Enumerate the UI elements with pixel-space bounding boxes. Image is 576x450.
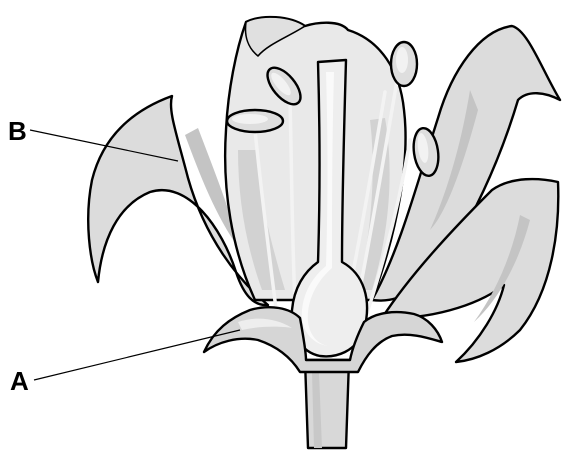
stem	[305, 360, 349, 448]
anther-highlight	[232, 114, 268, 124]
label-b: B	[8, 116, 27, 146]
label-a: A	[10, 366, 29, 396]
label-a-leader	[34, 330, 240, 380]
anther-highlight	[396, 47, 408, 73]
